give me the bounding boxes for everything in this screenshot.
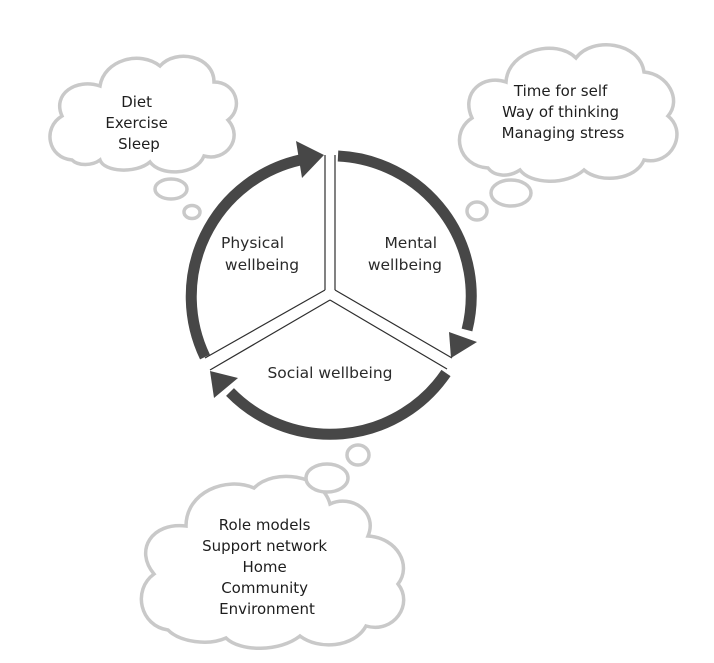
thought-bubble-large — [153, 177, 189, 201]
cloud-item: Role models — [219, 516, 311, 534]
arrow-mental-to-social — [337, 150, 477, 332]
thought-bubble-large — [304, 462, 350, 494]
sector-label-mental: Mental wellbeing — [368, 234, 442, 274]
cycle: Physical wellbeing Mental wellbeing Soci… — [185, 141, 477, 440]
sector-label-physical: Physical wellbeing — [221, 234, 299, 274]
cloud-item: Sleep — [118, 135, 160, 153]
sector-label-social: Social wellbeing — [267, 364, 392, 382]
arrow-physical-to-mental — [185, 154, 302, 360]
cloud-social-items: Role models Support network Home Communi… — [202, 516, 332, 618]
cloud-mental: Time for self Way of thinking Managing s… — [457, 43, 679, 222]
cloud-item: Support network — [202, 537, 327, 555]
cloud-social-shape — [139, 474, 406, 650]
arrowhead-icon — [449, 332, 477, 358]
cloud-item: Time for self — [513, 82, 608, 100]
divider-left — [204, 289, 326, 359]
thought-bubble-small — [465, 200, 489, 222]
cloud-social: Role models Support network Home Communi… — [139, 443, 406, 650]
cloud-item: Environment — [219, 600, 315, 618]
divider-left — [209, 299, 331, 371]
arrow-social-to-physical — [226, 369, 451, 440]
cloud-item: Way of thinking — [502, 103, 619, 121]
cloud-item: Community — [221, 579, 308, 597]
divider-right — [334, 289, 453, 359]
cloud-item: Diet — [121, 93, 152, 111]
cloud-physical-items: Diet Exercise Sleep — [105, 93, 172, 153]
thought-bubble-large — [489, 178, 533, 208]
cloud-item: Managing stress — [502, 124, 625, 142]
cycle-arrows — [185, 141, 477, 440]
arrowhead-icon — [296, 141, 324, 178]
divider-right — [329, 299, 448, 370]
cloud-mental-items: Time for self Way of thinking Managing s… — [502, 82, 625, 142]
thought-bubble-small — [345, 443, 371, 467]
cloud-item: Exercise — [105, 114, 167, 132]
cloud-mental-shape — [457, 43, 679, 183]
cloud-physical: Diet Exercise Sleep — [48, 54, 239, 221]
cloud-item: Home — [242, 558, 286, 576]
cloud-physical-shape — [48, 54, 239, 174]
sector-dividers — [204, 155, 453, 371]
thought-bubble-small — [182, 203, 202, 221]
arrowhead-icon — [210, 371, 238, 398]
